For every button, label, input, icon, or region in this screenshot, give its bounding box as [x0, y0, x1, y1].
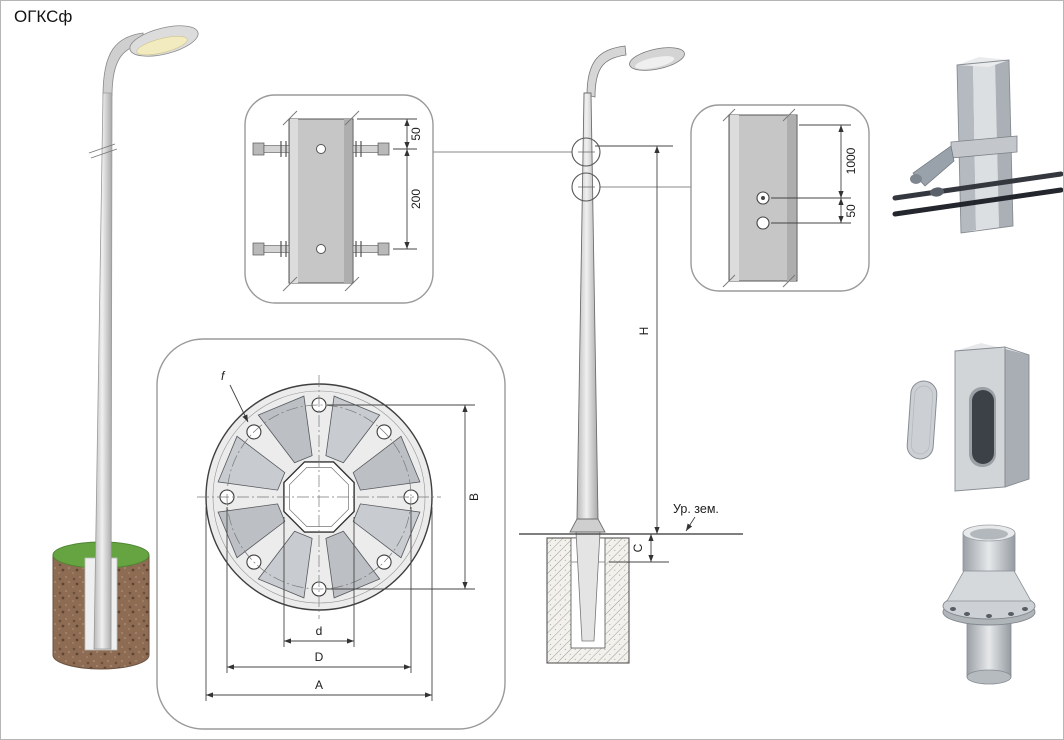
- dim-1000: 1000: [844, 147, 858, 174]
- bracket-tip: [910, 174, 922, 184]
- pole-shaft: [93, 92, 113, 650]
- page-title: ОГКСф: [14, 7, 73, 26]
- bolt-center: [761, 196, 765, 200]
- elevation-arm: [586, 45, 627, 98]
- bolt-hole: [756, 216, 770, 230]
- dim-A: A: [315, 678, 323, 692]
- flange-bolt-hole: [1022, 607, 1028, 611]
- pole-section-bar: [288, 118, 354, 284]
- dim-d: d: [316, 624, 323, 638]
- bar-highlight: [730, 115, 739, 281]
- elevation-view: Ур. зем. H C: [433, 45, 743, 664]
- elevation-pole: [576, 92, 599, 520]
- lamp-head: [129, 25, 199, 57]
- access-door-3d-view: [906, 343, 1030, 492]
- dim-50-right: 50: [844, 204, 858, 218]
- flange-plan-view-box: B f d D A: [156, 338, 506, 730]
- ground-label: Ур. зем.: [673, 502, 719, 516]
- dim-H: H: [637, 327, 651, 336]
- detail-callout-bottom: [571, 172, 601, 202]
- base-cone: [946, 568, 1032, 602]
- dim-200: 200: [409, 189, 423, 209]
- elevation-lamp: [629, 47, 685, 71]
- dim-50-top: 50: [409, 127, 423, 141]
- tube-opening: [970, 528, 1008, 540]
- dim-B: B: [467, 493, 481, 501]
- pole-3d-view: [52, 25, 199, 670]
- pole-side-face: [1005, 347, 1029, 487]
- flange-joint-detail-box: 50 200: [244, 94, 434, 304]
- pole-top-cap: [955, 343, 1029, 355]
- rod-sleeve: [930, 187, 944, 197]
- dim-C: C: [631, 543, 645, 552]
- flange-bolt-hole: [986, 614, 992, 618]
- bar-shadow: [344, 119, 352, 283]
- flange-bolt-hole: [950, 607, 956, 611]
- tension-rod: [892, 171, 1063, 201]
- mid-joint-detail-box: 1000 50: [690, 104, 870, 292]
- pole-base-flare: [569, 518, 606, 533]
- joint-hole: [316, 244, 326, 254]
- tension-rod: [892, 187, 1063, 217]
- joint-hole: [316, 144, 326, 154]
- pole-top-cap: [957, 57, 1009, 67]
- dim-D: D: [315, 650, 324, 664]
- flange-bolt-hole: [1008, 612, 1014, 616]
- flange-bolt-holes: [219, 397, 419, 597]
- dim-f-label: f: [221, 369, 226, 383]
- bar-highlight: [290, 119, 298, 283]
- clamp-assembly-3d-view: [892, 57, 1063, 234]
- door-opening: [972, 390, 994, 464]
- door-cover-plate: [906, 380, 938, 460]
- flange-base-3d-view: [942, 524, 1036, 685]
- flange-bolt-hole: [964, 612, 970, 616]
- detail-callout-top: [571, 137, 601, 167]
- flange-gussets: [217, 395, 421, 599]
